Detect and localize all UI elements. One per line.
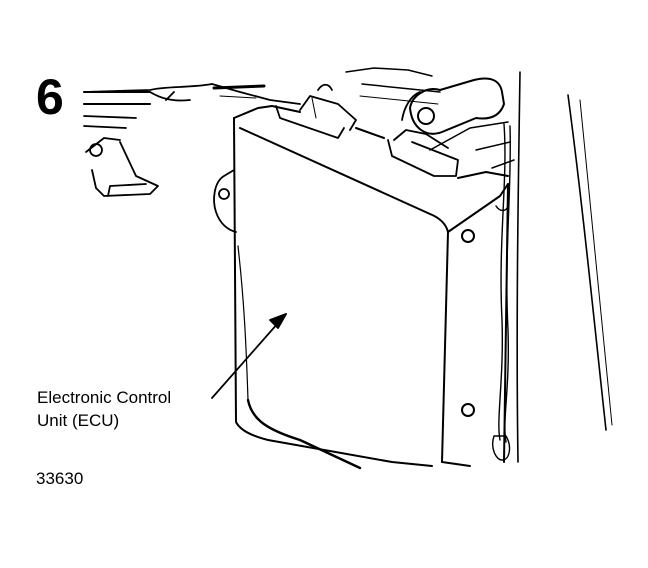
ecu-mounting-tab (213, 169, 237, 233)
connector-left (275, 83, 357, 139)
ecu-label-line2: Unit (ECU) (37, 411, 120, 430)
mounting-bracket (85, 137, 159, 197)
ecu-box (233, 105, 509, 470)
wire-harness (492, 123, 512, 461)
step-leader-lines (83, 91, 151, 105)
harness-clip (409, 77, 505, 135)
hand (83, 83, 301, 129)
figure-id: 33630 (36, 469, 84, 488)
callout-arrow (211, 313, 287, 399)
step-number: 6 (36, 69, 64, 125)
background-panel (345, 67, 515, 169)
ecu-label-line1: Electronic Control (37, 388, 172, 407)
connector-right (387, 91, 459, 177)
side-panel-lines (516, 71, 613, 463)
